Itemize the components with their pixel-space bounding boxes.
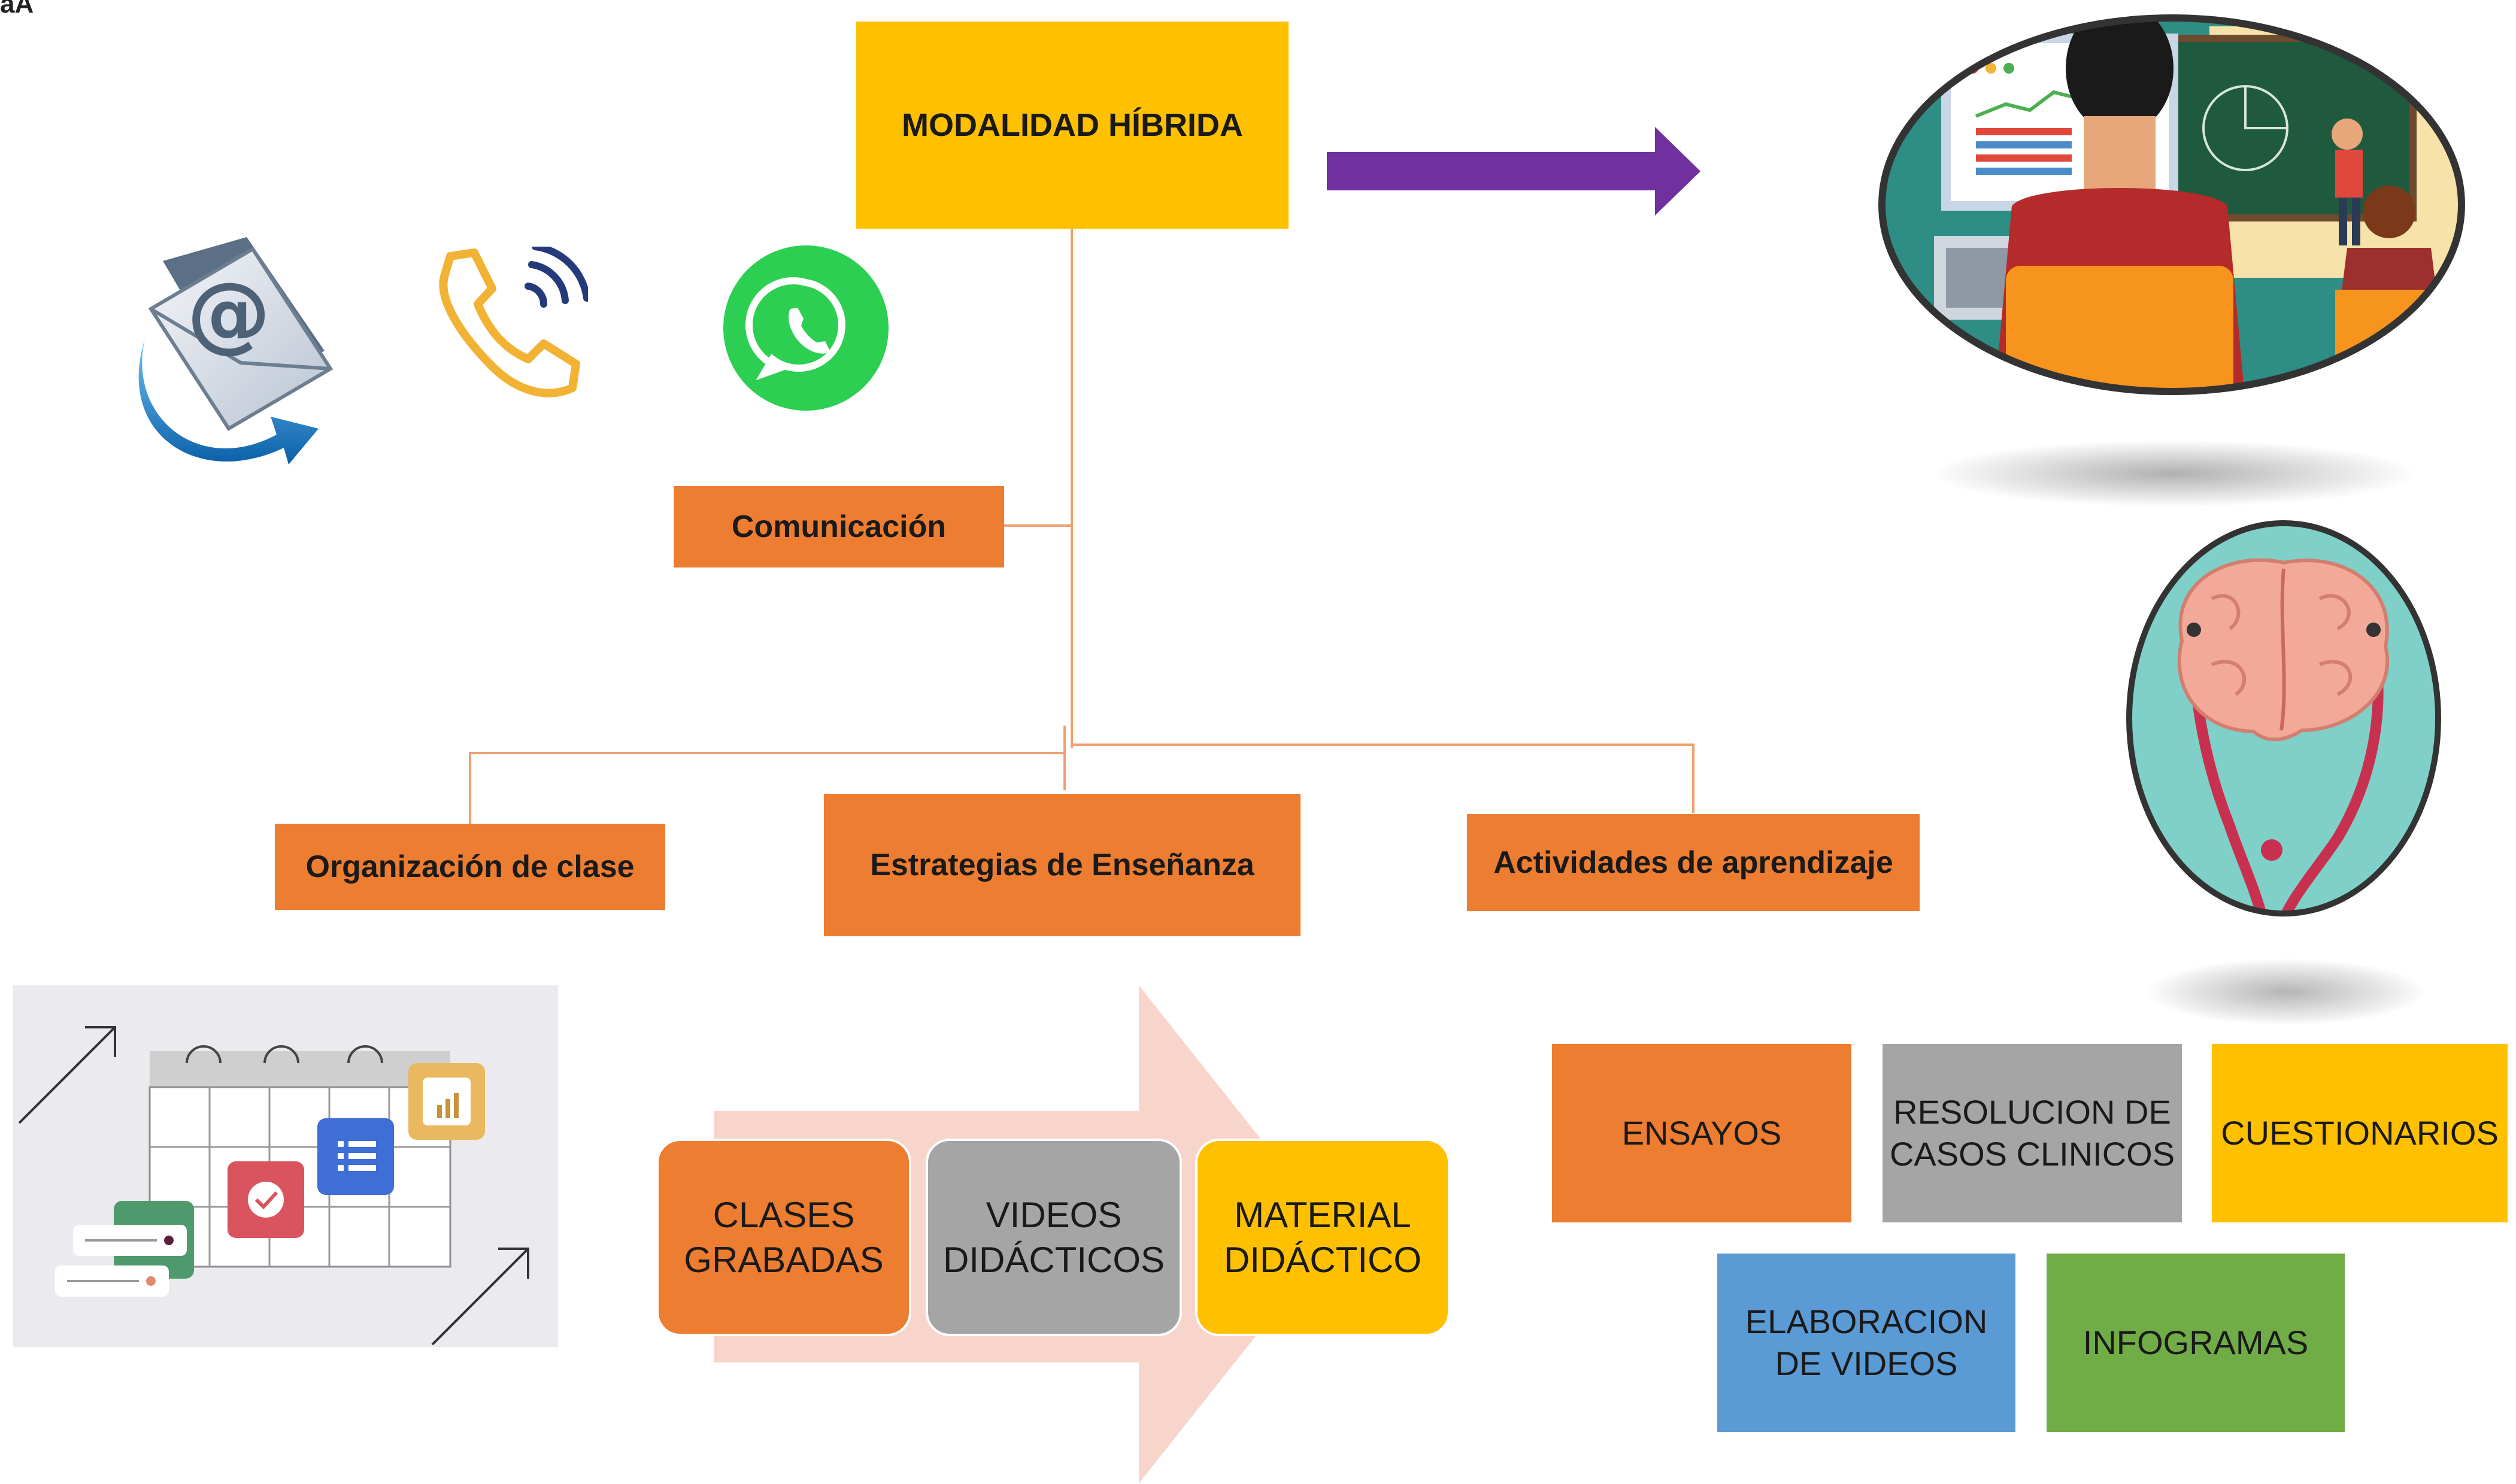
activity-label: ELABORACION DE VIDEOS — [1745, 1303, 1988, 1382]
classroom-illustration — [1878, 14, 2465, 395]
root-node: MODALIDAD HÍBRIDA — [856, 22, 1289, 229]
brain-shadow — [2148, 959, 2424, 1025]
strategy-item-recorded-classes: CLASES GRABADAS — [656, 1139, 911, 1336]
whatsapp-icon — [723, 245, 889, 411]
activity-label: CUESTIONARIOS — [2221, 1114, 2499, 1152]
organization-node: Organización de clase — [275, 824, 665, 910]
classroom-shadow — [1934, 441, 2413, 506]
communication-node: Comunicación — [674, 486, 1004, 567]
calendar-planner-icon — [13, 985, 558, 1347]
strategy-item-didactic-material: MATERIAL DIDÁCTICO — [1195, 1139, 1450, 1336]
activity-item-clinical-cases: RESOLUCION DE CASOS CLINICOS — [1883, 1044, 2182, 1222]
strategy-label: VIDEOS DIDÁCTICOS — [942, 1195, 1165, 1280]
organization-label: Organización de clase — [305, 849, 635, 884]
strategy-label: MATERIAL DIDÁCTICO — [1224, 1195, 1421, 1280]
activity-label: RESOLUCION DE CASOS CLINICOS — [1889, 1093, 2175, 1173]
svg-text:@: @ — [187, 265, 271, 362]
brain-stethoscope-illustration — [2126, 520, 2441, 917]
root-label: MODALIDAD HÍBRIDA — [902, 107, 1243, 143]
strategies-label: Estrategias de Enseñanza — [870, 848, 1254, 882]
email-icon: @ — [138, 237, 334, 465]
activities-label: Actividades de aprendizaje — [1493, 845, 1893, 880]
strategies-node: Estrategias de Enseñanza — [824, 794, 1301, 936]
communication-label: Comunicación — [731, 509, 947, 544]
activity-item-video-making: ELABORACION DE VIDEOS — [1717, 1254, 2015, 1432]
corner-text: aA — [0, 0, 34, 19]
arrow-right-icon — [1327, 127, 1700, 216]
activity-item-essays: ENSAYOS — [1552, 1044, 1851, 1222]
strategy-label: CLASES GRABADAS — [684, 1195, 884, 1280]
activity-label: ENSAYOS — [1621, 1114, 1782, 1152]
activity-label: INFOGRAMAS — [2082, 1324, 2309, 1361]
activity-item-questionnaires: CUESTIONARIOS — [2212, 1044, 2508, 1222]
activity-item-infographics: INFOGRAMAS — [2047, 1254, 2345, 1432]
strategy-item-didactic-videos: VIDEOS DIDÁCTICOS — [926, 1139, 1182, 1336]
activities-node: Actividades de aprendizaje — [1467, 814, 1920, 911]
phone-icon — [439, 247, 588, 397]
connector-activities — [1072, 743, 1694, 813]
